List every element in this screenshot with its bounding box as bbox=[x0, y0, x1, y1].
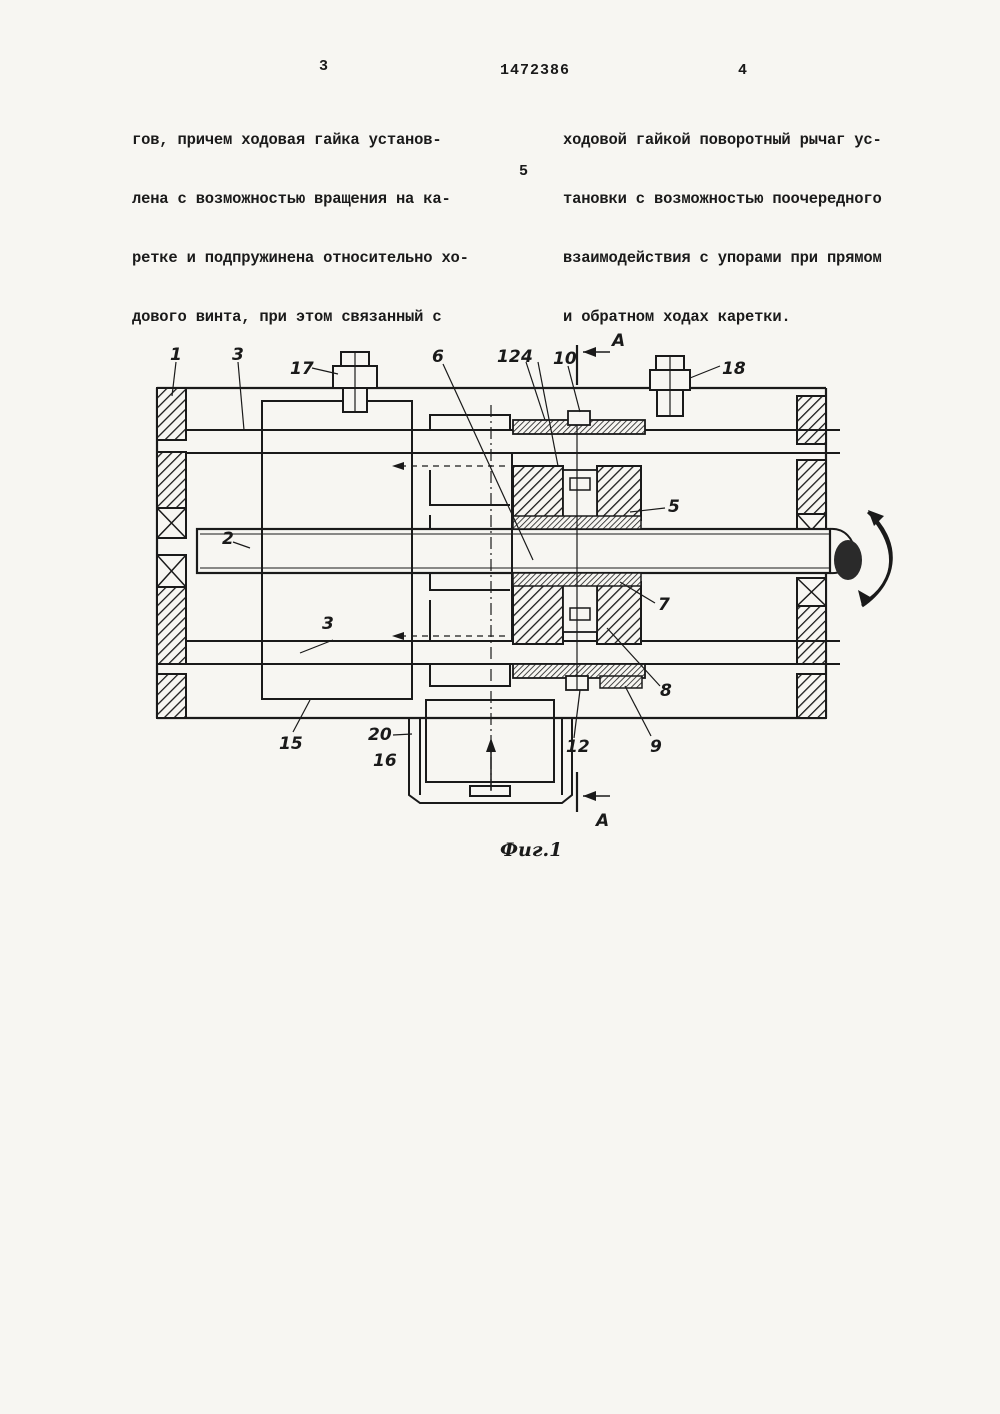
lever-arrow-head bbox=[486, 738, 496, 752]
label-2: 2 bbox=[222, 529, 234, 549]
label-18: 18 bbox=[722, 359, 746, 379]
label-16: 16 bbox=[373, 751, 397, 771]
label-10: 10 bbox=[553, 349, 577, 369]
patent-number: 1472386 bbox=[500, 62, 571, 79]
text-line: ходовой гайкой поворотный рычаг ус- bbox=[563, 131, 882, 150]
leader-lines bbox=[171, 361, 721, 739]
section-label-bottom: А bbox=[594, 811, 609, 831]
text-line: взаимодействия с упорами при прямом bbox=[563, 248, 882, 267]
section-label-top: А bbox=[610, 331, 625, 351]
left-end-plate bbox=[156, 387, 187, 719]
right-end-plate bbox=[796, 395, 827, 719]
text-line: гов, причем ходовая гайка установ- bbox=[132, 131, 442, 150]
text-line: ретке и подпружинена относительно хо- bbox=[132, 248, 469, 267]
text-line: тановки с возможностью поочередного bbox=[563, 189, 882, 208]
section-marker-bottom bbox=[575, 772, 610, 812]
text-line: лена с возможностью вращения на ка- bbox=[132, 189, 451, 208]
page-number-right: 4 bbox=[738, 62, 748, 79]
stop-17 bbox=[332, 351, 378, 413]
page-number-left: 3 bbox=[319, 58, 329, 75]
label-4: 4 bbox=[520, 347, 533, 367]
arrow-head bbox=[392, 632, 404, 640]
label-3-top: 3 bbox=[232, 345, 244, 365]
label-8: 8 bbox=[660, 681, 672, 701]
text-line: дового винта, при этом связанный с bbox=[132, 307, 442, 326]
label-20: 20 bbox=[368, 725, 392, 745]
label-1: 1 bbox=[170, 345, 182, 365]
lead-screw bbox=[195, 527, 862, 580]
lever-housing bbox=[408, 699, 573, 804]
label-7: 7 bbox=[658, 595, 670, 615]
running-nut-assembly bbox=[512, 410, 646, 691]
arrow-head bbox=[392, 462, 404, 470]
section-marker-top bbox=[575, 345, 610, 385]
label-15: 15 bbox=[279, 734, 303, 754]
left-text-column: гов, причем ходовая гайка установ- лена … bbox=[132, 92, 469, 347]
figure-caption: Фиг.1 bbox=[500, 839, 562, 861]
rotation-arrow bbox=[858, 510, 893, 608]
label-3-bottom: 3 bbox=[322, 614, 334, 634]
stop-18 bbox=[649, 355, 691, 417]
label-12-top: 12 bbox=[497, 347, 521, 367]
label-6: 6 bbox=[432, 347, 444, 367]
label-17: 17 bbox=[290, 359, 314, 379]
label-5: 5 bbox=[668, 497, 680, 517]
text-line: и обратном ходах каретки. bbox=[563, 307, 791, 326]
line-marker: 5 bbox=[519, 163, 529, 180]
label-12-bottom: 12 bbox=[566, 737, 590, 757]
right-text-column: ходовой гайкой поворотный рычаг ус- тано… bbox=[563, 92, 882, 347]
label-9: 9 bbox=[650, 737, 662, 757]
